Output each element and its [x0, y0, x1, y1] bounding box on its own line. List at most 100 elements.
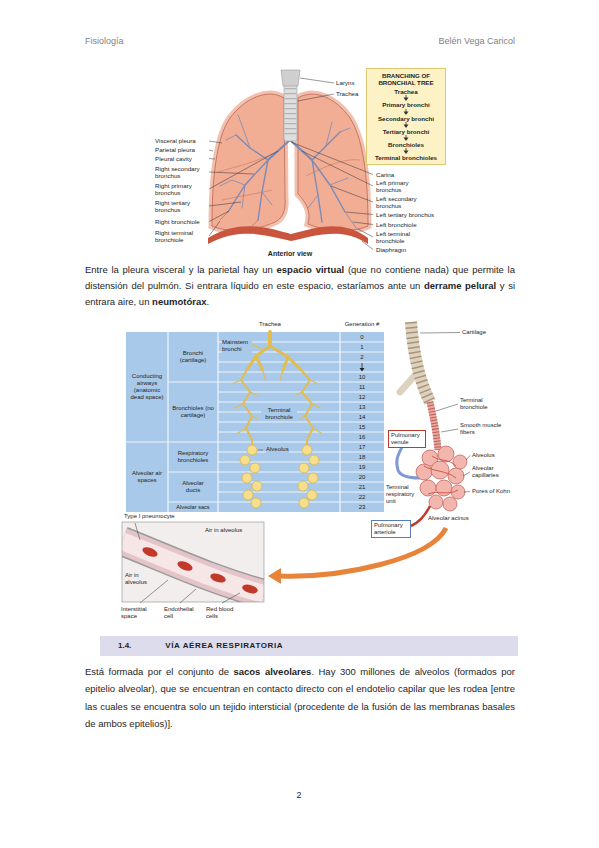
part-label: Red blood cells: [206, 606, 246, 620]
down-arrow: [402, 122, 410, 128]
leader-line: [209, 78, 373, 250]
body-text: Entre la pleura visceral y la parietal h…: [85, 264, 273, 275]
capillary-inset: [122, 522, 264, 603]
down-arrow: [404, 150, 409, 153]
red-blood-cell: [209, 572, 227, 585]
down-arrow: [402, 135, 410, 141]
alveolus-symbol: [258, 450, 263, 451]
part-label: Left secondary bronchus: [376, 195, 428, 209]
paragraph: Está formada por el conjunto de sacos al…: [85, 663, 515, 733]
alveolus-symbol: [243, 490, 253, 500]
paragraph: Entre la pleura visceral y la parietal h…: [85, 262, 515, 310]
down-arrow: [404, 98, 409, 101]
running-header: Fisiología: [85, 36, 124, 46]
table-label: Bronchioles (no cartilage): [170, 405, 216, 419]
down-arrow: [404, 124, 409, 127]
trachea-rings: [285, 88, 297, 138]
alveolus-symbol: [309, 455, 319, 465]
red-blood-cell: [241, 583, 259, 595]
capillary-inset: [122, 522, 264, 602]
part-label: Visceral pleura: [155, 137, 196, 144]
vessel-label-box: Pulmonary venule: [388, 430, 426, 448]
magnify-arrow: [268, 568, 281, 584]
generation-number: 12: [359, 394, 366, 401]
body-text: Está formada por el conjunto de: [85, 666, 229, 677]
table-label: Bronchi (cartilage): [170, 350, 216, 364]
part-label: Diaphragm: [376, 246, 406, 253]
generation-number: 10: [359, 374, 366, 381]
part-label: Left primary bronchus: [376, 179, 426, 193]
part-label: Smooth muscle fibers: [460, 422, 504, 436]
alveolus-symbol: [302, 445, 312, 455]
body-text: .: [206, 296, 209, 307]
alveolus-symbol: [308, 473, 318, 483]
alveolus-symbol: [240, 455, 250, 465]
part-label: Larynx: [336, 79, 355, 86]
box-text: Pulmonary arteriole: [374, 522, 408, 536]
part-label: Right terminal bronchiole: [155, 229, 207, 243]
box-text: Secondary bronchi: [369, 115, 443, 122]
alveolar-acinus: [453, 455, 467, 469]
box-text: Terminal bronchioles: [369, 154, 443, 161]
part-label: Cartilage: [462, 329, 486, 336]
larynx: [281, 70, 300, 86]
bold-term: derrame pelural: [424, 280, 496, 291]
part-label: Alveolar capillaries: [472, 465, 508, 479]
generation-number: 0: [360, 334, 363, 341]
generation-number: 17: [359, 444, 366, 451]
leader-line: [135, 523, 240, 603]
alveolar-acinus: [429, 495, 443, 509]
box-text: VÍA AÉREA RESPIRATORIA: [165, 641, 283, 650]
magnify-arrow: [268, 528, 446, 584]
generation-table: [126, 332, 384, 512]
right-lung: [212, 94, 285, 230]
page-number: 2: [296, 790, 301, 800]
terminal-unit-drawing: [430, 402, 438, 450]
bronchial-tree: [228, 132, 345, 222]
summary-box: BRANCHING OF BRONCHIAL TREETracheaPrimar…: [366, 68, 446, 165]
alveolar-acinus: [448, 468, 464, 484]
alveolus-symbol: [299, 498, 309, 508]
lung-anatomy: [208, 70, 373, 250]
generation-number: 18: [359, 454, 366, 461]
bold-term: neumotórax: [152, 296, 206, 307]
part-label: Trachea: [259, 321, 281, 328]
table-label: Respiratory bronchioles: [170, 450, 216, 464]
capillary: [424, 456, 458, 494]
pulmonary-arteriole-vessel: [411, 506, 430, 526]
running-header: Belén Vega Caricol: [438, 36, 515, 46]
box-text: Pulmonary venule: [391, 432, 423, 446]
generation-number: 14: [359, 414, 366, 421]
section-heading: 1.4. VÍA AÉREA RESPIRATORIA: [100, 636, 518, 656]
generation-table: [126, 332, 384, 512]
alveolar-acinus: [436, 480, 452, 496]
parietal-pleura: [212, 94, 285, 230]
box-heading: BRANCHING OF BRONCHIAL TREE: [369, 72, 443, 86]
part-label: Mainstem bronchi: [222, 339, 252, 353]
part-label: Right bronchiole: [155, 218, 200, 225]
down-arrow: [406, 148, 407, 151]
part-label: Left terminal bronchiole: [376, 230, 424, 244]
leader-line: [420, 333, 470, 493]
part-label: Left tertiary bronchus: [376, 211, 434, 218]
part-label: Left bronchiole: [376, 221, 417, 228]
part-label: Terminal respiratory unit: [386, 484, 416, 505]
red-blood-cell: [141, 545, 159, 558]
left-lung: [298, 94, 368, 230]
box-text: Tertiary bronchi: [369, 128, 443, 135]
generation-number: 2: [360, 354, 363, 361]
part-label: Air in alveolus: [125, 572, 159, 586]
figure-caption: Anterior view: [268, 250, 312, 258]
part-label: Alveolus: [266, 446, 289, 453]
box-text: Bronchioles: [369, 141, 443, 148]
generation-number: 23: [359, 504, 366, 511]
part-label: Right primary bronchus: [155, 182, 207, 196]
part-label: Terminal bronchiole: [261, 407, 297, 421]
part-label: Interstitial space: [121, 606, 159, 620]
part-label: Right secondary bronchus: [155, 165, 207, 179]
down-arrow: [406, 95, 407, 98]
capillary-inset: [122, 522, 264, 602]
box-text: 1.4.: [118, 641, 131, 650]
down-arrow: [404, 137, 409, 140]
lung-fissure: [218, 150, 360, 200]
